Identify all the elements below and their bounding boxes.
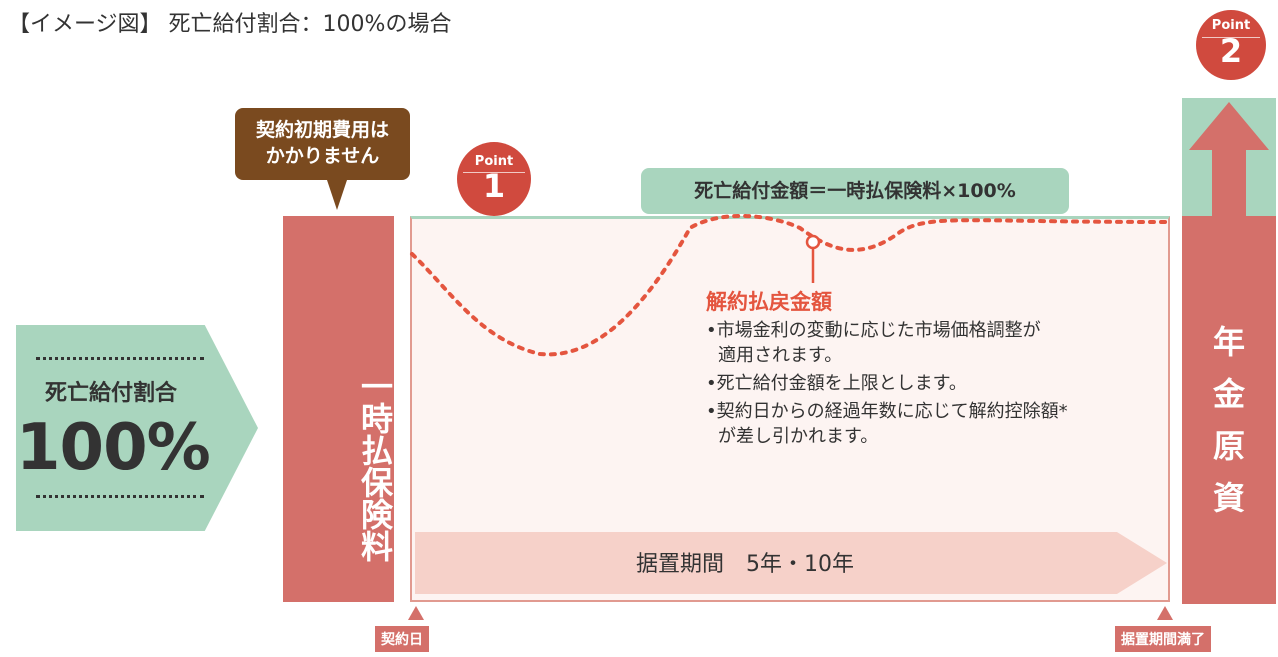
refund-pointer-dot	[805, 234, 821, 250]
ratio-value: 100%	[16, 411, 211, 485]
refund-amount-title: 解約払戻金額	[706, 290, 832, 314]
deferral-period-label: 据置期間 5年・10年	[636, 552, 854, 577]
point-number: 1	[482, 167, 506, 205]
annuity-fund-column	[1182, 216, 1276, 604]
annuity-char-4: 資	[1212, 479, 1245, 517]
fee-line-1: 契約初期費用は	[255, 119, 389, 141]
page-title: 【イメージ図】 死亡給付割合：100%の場合	[8, 12, 452, 37]
point-word: Point	[1211, 18, 1251, 33]
death-benefit-amount-label: 死亡給付金額＝一時払保険料×100%	[641, 168, 1069, 214]
contract-date-marker	[408, 606, 424, 620]
point-word: Point	[474, 154, 514, 169]
refund-note-1: •市場金利の変動に応じた市場価格調整が	[706, 320, 1041, 341]
deferral-period-arrow	[415, 532, 1167, 594]
refund-note-3-cont: が差し引かれます。	[718, 426, 879, 447]
callout-tail	[327, 180, 347, 210]
ratio-label: 死亡給付割合	[44, 381, 177, 406]
fee-line-2: かかりません	[265, 145, 380, 167]
point-1-badge: Point 1	[457, 142, 531, 216]
annuity-char-3: 原	[1212, 427, 1245, 465]
initial-fee-callout: 契約初期費用は かかりません	[235, 108, 410, 180]
badge-separator	[1202, 37, 1260, 38]
annuity-fund-label: 年 金 原 資	[1182, 316, 1276, 524]
badge-separator	[463, 172, 525, 173]
annuity-char-2: 金	[1212, 375, 1245, 413]
lump-sum-premium-column: 一時払保険料	[283, 216, 394, 602]
up-arrow-icon	[1189, 102, 1269, 216]
deferral-end-tag: 据置期間満了	[1115, 626, 1211, 652]
dotted-divider-bottom	[36, 495, 204, 498]
refund-curve-path	[410, 213, 1168, 357]
contract-date-tag: 契約日	[375, 626, 429, 652]
refund-note-1-cont: 適用されます。	[718, 345, 843, 366]
dotted-divider-top	[36, 357, 204, 360]
death-benefit-ratio-panel: 死亡給付割合 100%	[16, 325, 258, 531]
deferral-end-marker	[1157, 606, 1173, 620]
point-number: 2	[1219, 32, 1243, 70]
refund-note-2: •死亡給付金額を上限とします。	[706, 373, 967, 394]
refund-note-3: •契約日からの経過年数に応じて解約控除額*	[706, 401, 1068, 422]
annuity-char-1: 年	[1212, 323, 1245, 361]
point-2-badge: Point 2	[1196, 10, 1266, 80]
premium-label: 一時払保険料	[356, 370, 394, 562]
